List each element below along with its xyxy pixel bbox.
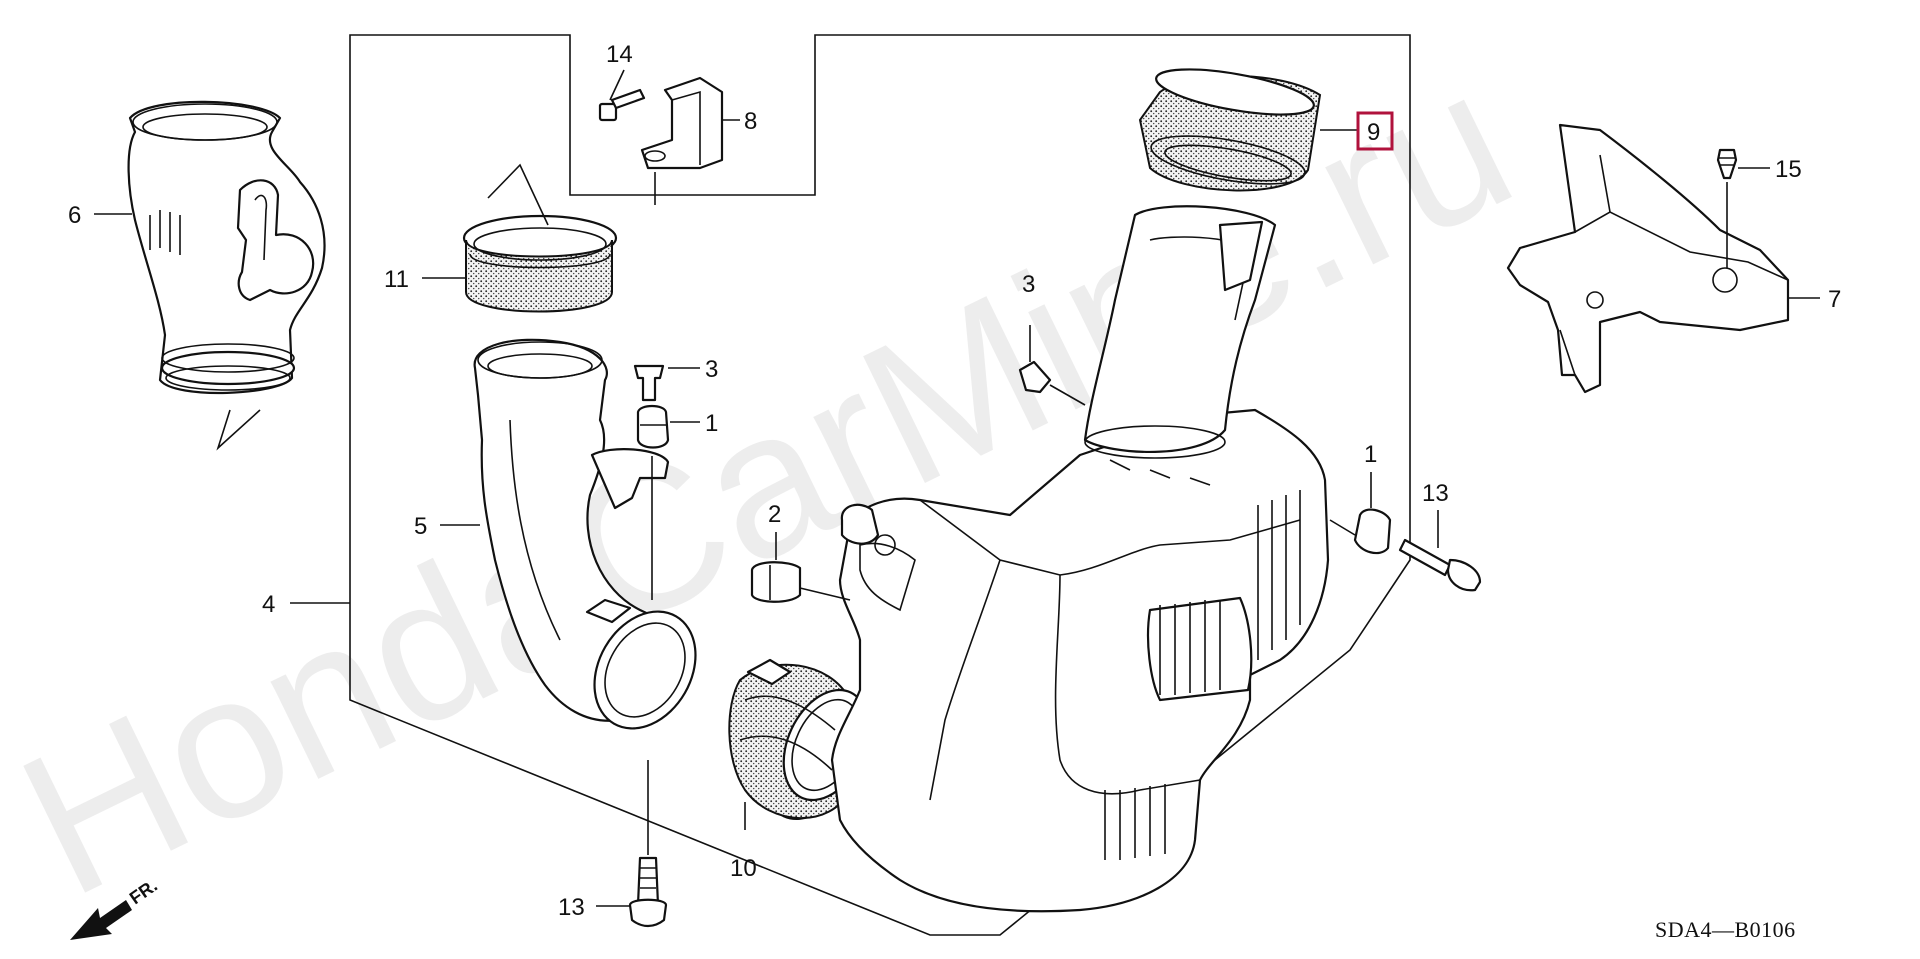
part-3-collar-upper <box>633 364 665 402</box>
part-1-grommet-upper <box>636 404 670 600</box>
callout-2-label: 2 <box>768 501 781 528</box>
callout-6: 6 <box>68 202 132 229</box>
callout-4-label: 4 <box>262 591 275 618</box>
callout-4: 4 <box>262 591 350 618</box>
callout-13-bottom-label: 13 <box>558 894 585 921</box>
callout-5: 5 <box>414 513 480 540</box>
part-3-collar-right <box>1018 360 1086 406</box>
callout-1-upper: 1 <box>670 410 718 437</box>
callout-7-label: 7 <box>1828 286 1841 313</box>
callout-2: 2 <box>768 501 781 560</box>
callout-13-bottom: 13 <box>558 894 630 921</box>
part-2-grommet <box>750 561 851 603</box>
callout-10: 10 <box>730 802 757 882</box>
front-arrow-icon <box>70 900 132 940</box>
callout-3-right: 3 <box>1022 271 1035 362</box>
callout-3-right-label: 3 <box>1022 271 1035 298</box>
callout-1-upper-label: 1 <box>705 410 718 437</box>
callout-15-label: 15 <box>1775 156 1802 183</box>
diagram-code: SDA4—B0106 <box>1655 917 1796 942</box>
part-8-bracket <box>640 76 724 205</box>
callout-7: 7 <box>1788 286 1841 313</box>
callout-11-label: 11 <box>384 266 409 293</box>
callout-11: 11 <box>384 266 466 293</box>
part-13-bolt-right <box>1398 538 1482 592</box>
callout-6-label: 6 <box>68 202 81 229</box>
callout-3-upper-label: 3 <box>705 356 718 383</box>
callout-5-label: 5 <box>414 513 427 540</box>
callout-10-label: 10 <box>730 855 757 882</box>
part-15-clip <box>1716 148 1738 268</box>
part-6-intake-duct <box>127 100 326 451</box>
callout-9: 9 <box>1320 111 1394 151</box>
highlight-box <box>1356 111 1394 151</box>
callout-8: 8 <box>722 108 757 135</box>
callout-3-upper: 3 <box>668 356 718 383</box>
air-cleaner-housing <box>830 205 1330 913</box>
callout-8-label: 8 <box>744 108 757 135</box>
callout-13-right: 13 <box>1422 480 1449 548</box>
callout-1-right-label: 1 <box>1364 441 1377 468</box>
callout-14: 14 <box>606 41 633 101</box>
callout-13-right-label: 13 <box>1422 480 1449 507</box>
callout-1-right: 1 <box>1364 441 1377 508</box>
part-11-foam-seal <box>462 163 618 313</box>
callout-15: 15 <box>1738 156 1802 183</box>
part-9-foam-ring <box>1138 68 1322 192</box>
callout-14-label: 14 <box>606 41 633 68</box>
callout-9-label: 9 <box>1367 119 1380 146</box>
part-14-bolt <box>598 88 646 122</box>
part-1-grommet-right <box>1329 508 1392 555</box>
assembly-outline <box>349 34 1411 936</box>
part-13-bolt-bottom <box>628 760 668 928</box>
part-7-side-bracket <box>1506 123 1790 394</box>
part-5-elbow-hose <box>473 338 697 730</box>
